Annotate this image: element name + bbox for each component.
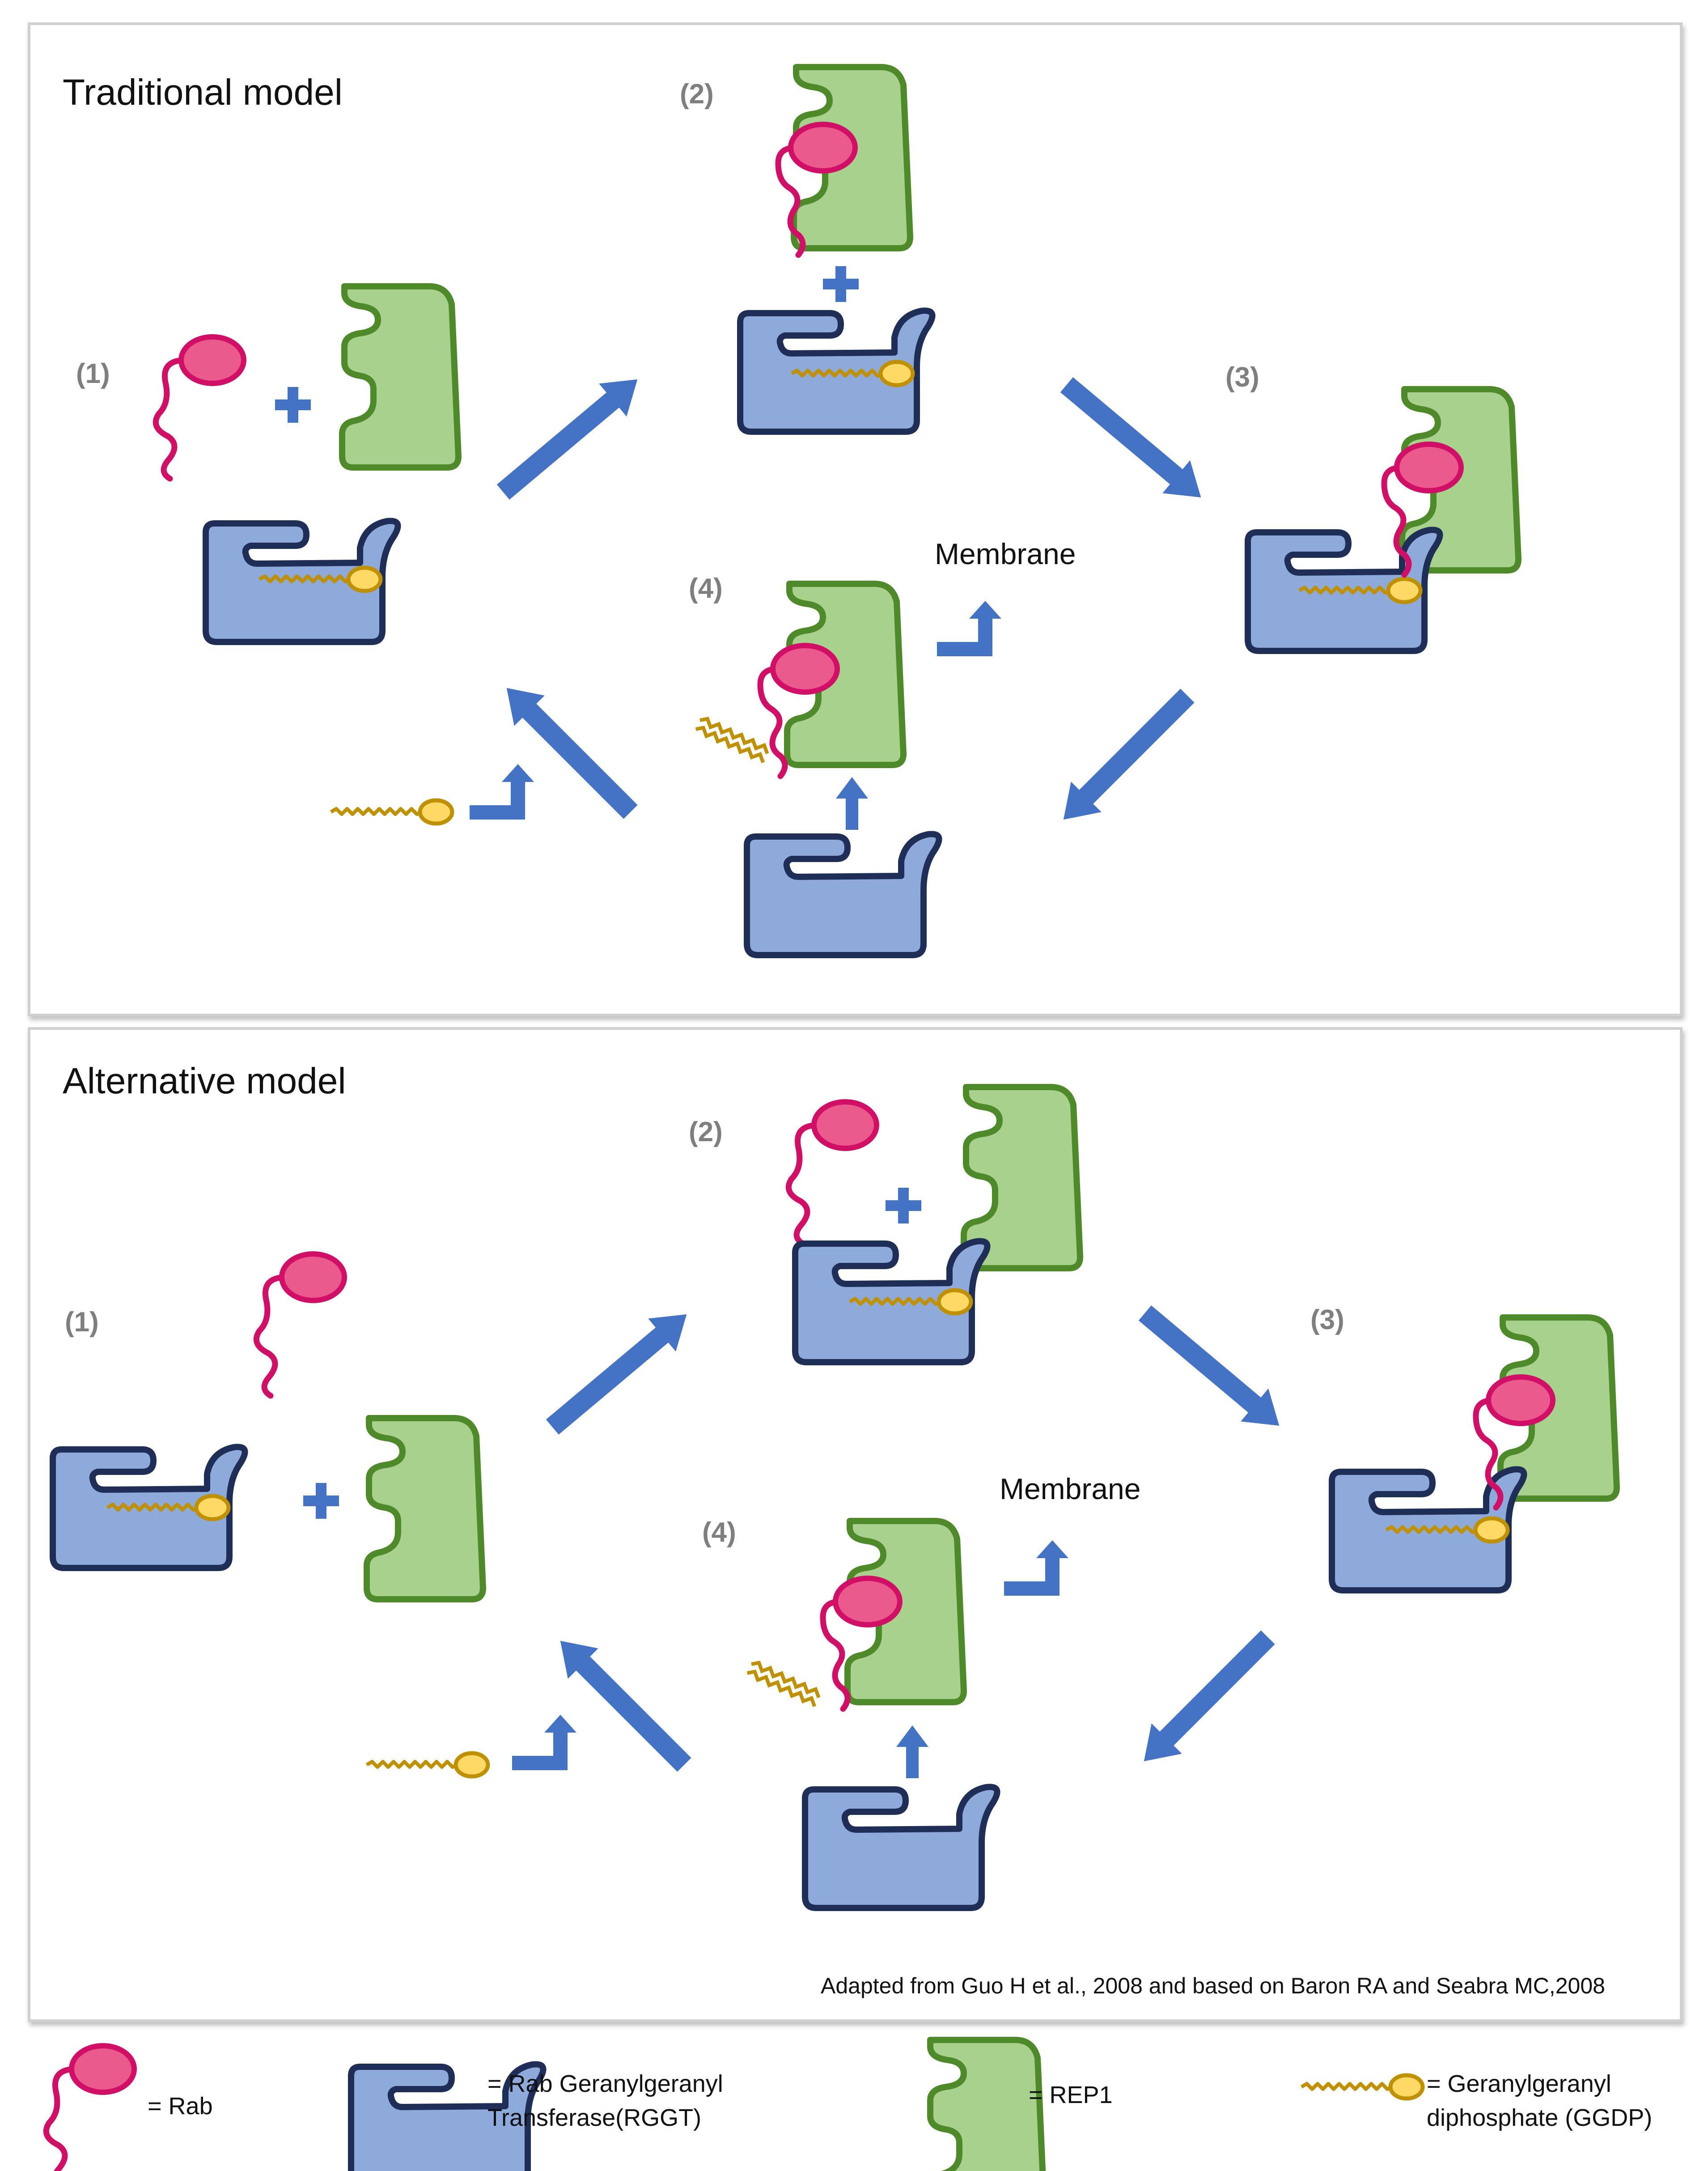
step-3-label: (3) xyxy=(1310,1304,1344,1335)
rab-icon xyxy=(256,1254,344,1396)
alternative-model-title: Alternative model xyxy=(63,1061,346,1101)
step-3-label: (3) xyxy=(1225,362,1259,393)
rab-icon xyxy=(788,1102,877,1244)
step-4-label: (4) xyxy=(689,573,723,604)
cycle-arrow-icon xyxy=(1128,1622,1283,1777)
geranylgeranyl-chain-icon xyxy=(746,1660,821,1707)
legend-rep1-icon xyxy=(928,2040,1044,2171)
legend-rab-icon xyxy=(46,2046,134,2171)
source-credit: Adapted from Guo H et al., 2008 and base… xyxy=(821,1973,1605,1998)
plus-icon xyxy=(303,1483,339,1519)
geranylgeranyl-chain-icon xyxy=(695,716,770,763)
legend-ggdp-line2: diphosphate (GGDP) xyxy=(1427,2104,1653,2131)
step-2-label: (2) xyxy=(689,1117,723,1147)
legend-rggt-line2: Transferase(RGGT) xyxy=(487,2104,702,2131)
step-2-label: (2) xyxy=(680,79,714,110)
up-arrow-icon xyxy=(896,1725,928,1778)
rggt-icon xyxy=(805,1787,997,1908)
membrane-arrow-icon xyxy=(937,601,1001,656)
step-4-label: (4) xyxy=(702,1517,736,1548)
membrane-label: Membrane xyxy=(935,537,1076,570)
step-1-label: (1) xyxy=(65,1307,99,1338)
rep1-icon xyxy=(367,1418,483,1599)
legend-ggdp-icon xyxy=(1301,2075,1423,2099)
legend-rggt-label: = Rab Geranylgeranyl Transferase(RGGT) xyxy=(487,2067,723,2135)
rep1-icon xyxy=(342,286,458,467)
legend-rggt-line1: = Rab Geranylgeranyl xyxy=(487,2070,723,2097)
step-1-label: (1) xyxy=(76,358,110,389)
legend-ggdp-line1: = Geranylgeranyl xyxy=(1427,2070,1611,2097)
rggt-icon xyxy=(747,834,939,955)
plus-icon xyxy=(275,387,311,423)
ggdp-icon xyxy=(331,800,452,824)
legend-ggdp-label: = Geranylgeranyl diphosphate (GGDP) xyxy=(1427,2067,1652,2135)
legend-rep1-label: = REP1 xyxy=(1029,2082,1113,2108)
membrane-label: Membrane xyxy=(1000,1472,1141,1505)
elbow-arrow-icon xyxy=(512,1715,576,1770)
cycle-arrow-icon xyxy=(1053,368,1215,514)
legend-rab-label: = Rab xyxy=(148,2093,213,2120)
traditional-model-title: Traditional model xyxy=(63,72,343,113)
membrane-arrow-icon xyxy=(1004,1540,1068,1596)
plus-icon xyxy=(886,1188,921,1224)
ggdp-icon xyxy=(367,1753,488,1776)
plus-icon xyxy=(823,266,859,302)
cycle-arrow-icon xyxy=(489,363,652,509)
up-arrow-icon xyxy=(836,777,868,830)
cycle-arrow-icon xyxy=(1131,1296,1293,1442)
cycle-arrow-icon xyxy=(538,1298,701,1444)
cycle-arrow-icon xyxy=(545,1625,699,1780)
rab-icon xyxy=(156,337,244,479)
cycle-arrow-icon xyxy=(1048,680,1203,835)
elbow-arrow-icon xyxy=(470,764,534,820)
